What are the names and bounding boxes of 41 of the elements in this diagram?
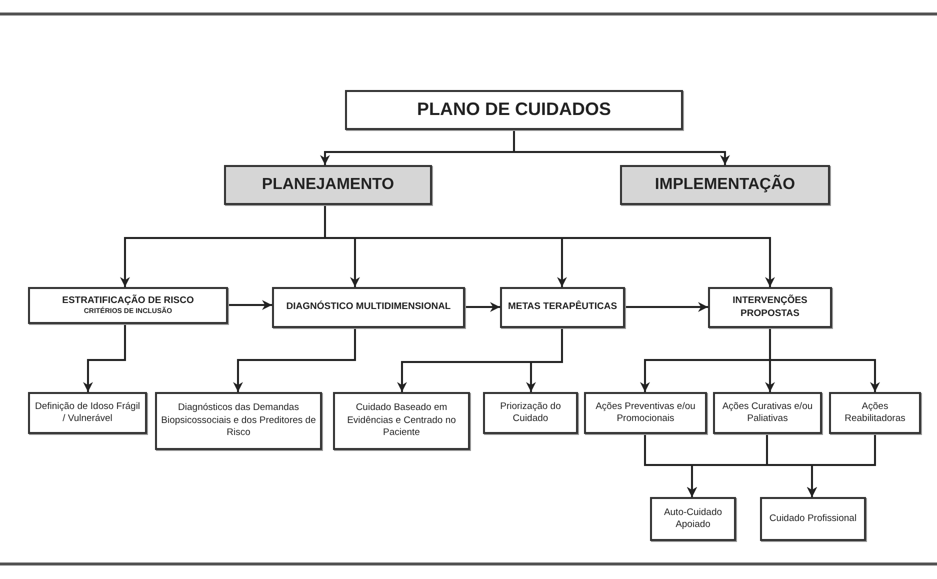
box-label: Auto-Cuidado Apoiado: [662, 506, 724, 532]
section-box: [224, 165, 432, 205]
box-label: METAS TERAPÊUTICAS: [508, 301, 618, 314]
box-label: IMPLEMENTAÇÃO: [654, 174, 796, 195]
arrow: [807, 434, 876, 497]
box-label: Definição de Idoso Frágil / Vulnerável: [34, 400, 141, 426]
process-box: [713, 392, 822, 434]
process-box: [28, 287, 228, 324]
box-label: DIAGNÓSTICO MULTIDIMENSIONAL: [286, 301, 451, 314]
process-box: [155, 392, 322, 450]
box-label: PLANEJAMENTO: [262, 174, 394, 195]
process-box: [333, 392, 470, 450]
arrow: [83, 324, 126, 392]
box-label: PLANO DE CUIDADOS: [416, 98, 611, 122]
process-box: [829, 392, 921, 434]
box-label: Cuidado Profissional: [769, 512, 857, 526]
process-box: [483, 392, 578, 434]
box-label: Priorização do Cuidado: [499, 400, 562, 426]
process-box: [28, 392, 147, 434]
box-label: Ações Curativas e/ou Paliativas: [721, 400, 814, 426]
box-label: ESTRATIFICAÇÃO DE RISCO: [62, 294, 194, 306]
arrow: [513, 130, 730, 165]
title-box: [345, 90, 683, 130]
arrow: [228, 300, 272, 310]
arrow: [769, 328, 880, 392]
box-label: Ações Preventivas e/ou Promocionais: [594, 400, 696, 426]
box-label: Cuidado Baseado em Evidências e Centrado no Paciente: [346, 402, 457, 440]
process-box: [650, 497, 736, 541]
arrow: [233, 328, 356, 392]
process-box: [500, 287, 625, 328]
box-label: Ações Reabilitadoras: [844, 400, 906, 426]
process-box: [584, 392, 707, 434]
box-label: Diagnósticos das Demandas Biopsicossociais e dos Preditores de Risco: [161, 402, 316, 440]
process-box: [708, 287, 832, 328]
arrow: [526, 328, 563, 392]
arrow: [465, 302, 500, 312]
arrow: [625, 302, 708, 312]
process-box: [272, 287, 465, 328]
box-label: INTERVENÇÕES PROPOSTAS: [732, 295, 808, 320]
section-box: [620, 165, 830, 205]
process-box: [760, 497, 866, 541]
